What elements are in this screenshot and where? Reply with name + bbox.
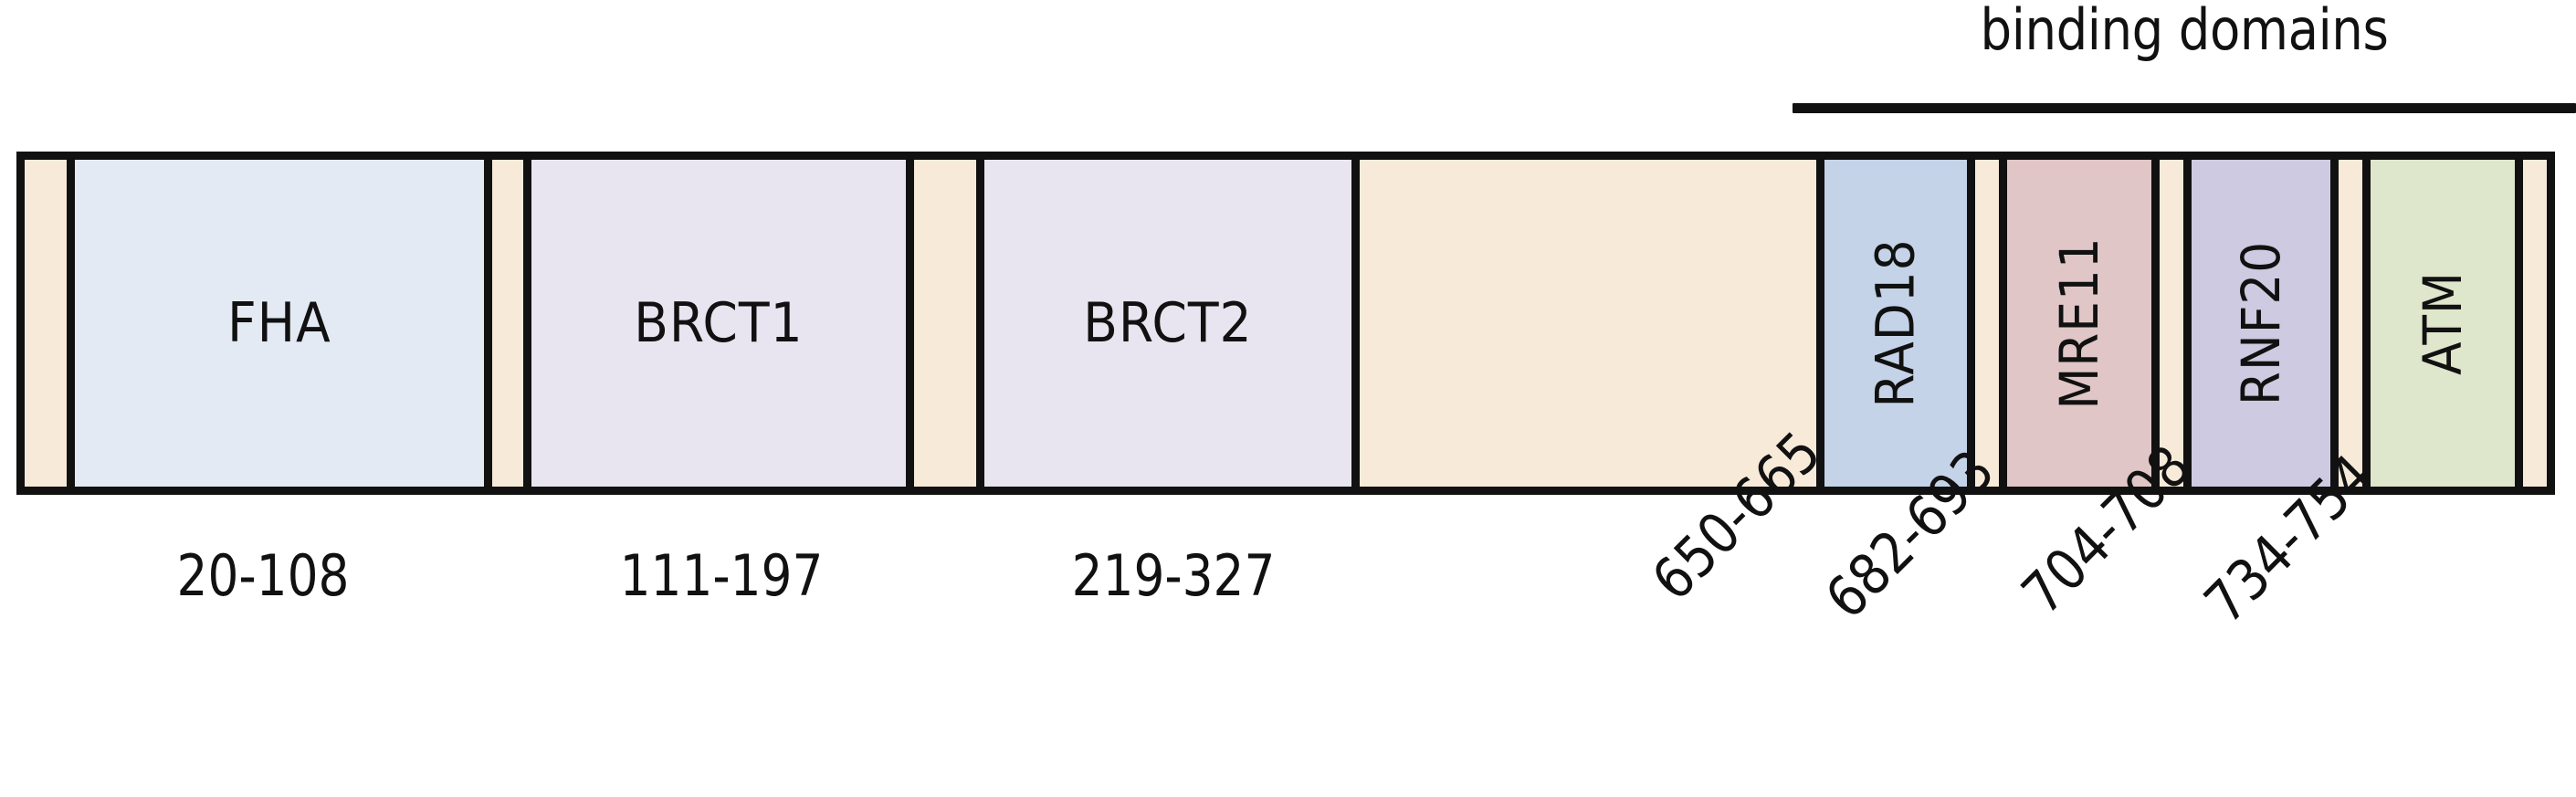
bar-segment-rad18: RAD18: [1816, 160, 1975, 487]
bar-segment-c-term-spacer: [2523, 160, 2532, 487]
domain-label-brct2: BRCT2: [1083, 291, 1253, 355]
protein-bar: FHA BRCT1 BRCT2 RAD18 MRE11 RNF20 ATM: [16, 152, 2555, 495]
bar-segment-spacer-6: [2339, 160, 2362, 487]
residue-range-brct1: 111-197: [619, 542, 824, 609]
bar-segment-spacer-5: [2160, 160, 2183, 487]
domain-label-rad18: RAD18: [1865, 238, 1927, 408]
domain-label-brct1: BRCT1: [634, 291, 804, 355]
bar-segment-spacer-1: [492, 160, 523, 487]
domain-label-rnf20: RNF20: [2230, 240, 2293, 406]
residue-range-fha: 20-108: [176, 542, 350, 609]
binding-domains-rule: [1793, 103, 2576, 113]
bar-segment-n-term-spacer: [25, 160, 67, 487]
residue-range-brct2: 219-327: [1071, 542, 1276, 609]
domain-label-mre11: MRE11: [2048, 236, 2111, 410]
bar-segment-fha: FHA: [67, 160, 492, 487]
domain-label-fha: FHA: [227, 291, 331, 355]
binding-domains-label: binding domains: [1980, 0, 2389, 63]
bar-segment-atm: ATM: [2362, 160, 2523, 487]
bar-segment-brct1: BRCT1: [523, 160, 914, 487]
binding-domains-group: binding domains: [1793, 0, 2576, 128]
bar-segment-brct2: BRCT2: [976, 160, 1360, 487]
bar-segment-mre11: MRE11: [1999, 160, 2160, 487]
bar-segment-spacer-4: [1975, 160, 1999, 487]
bar-segment-spacer-2: [914, 160, 976, 487]
bar-segment-spacer-3: [1360, 160, 1816, 487]
domain-label-atm: ATM: [2412, 271, 2474, 375]
bar-segment-rnf20: RNF20: [2183, 160, 2339, 487]
